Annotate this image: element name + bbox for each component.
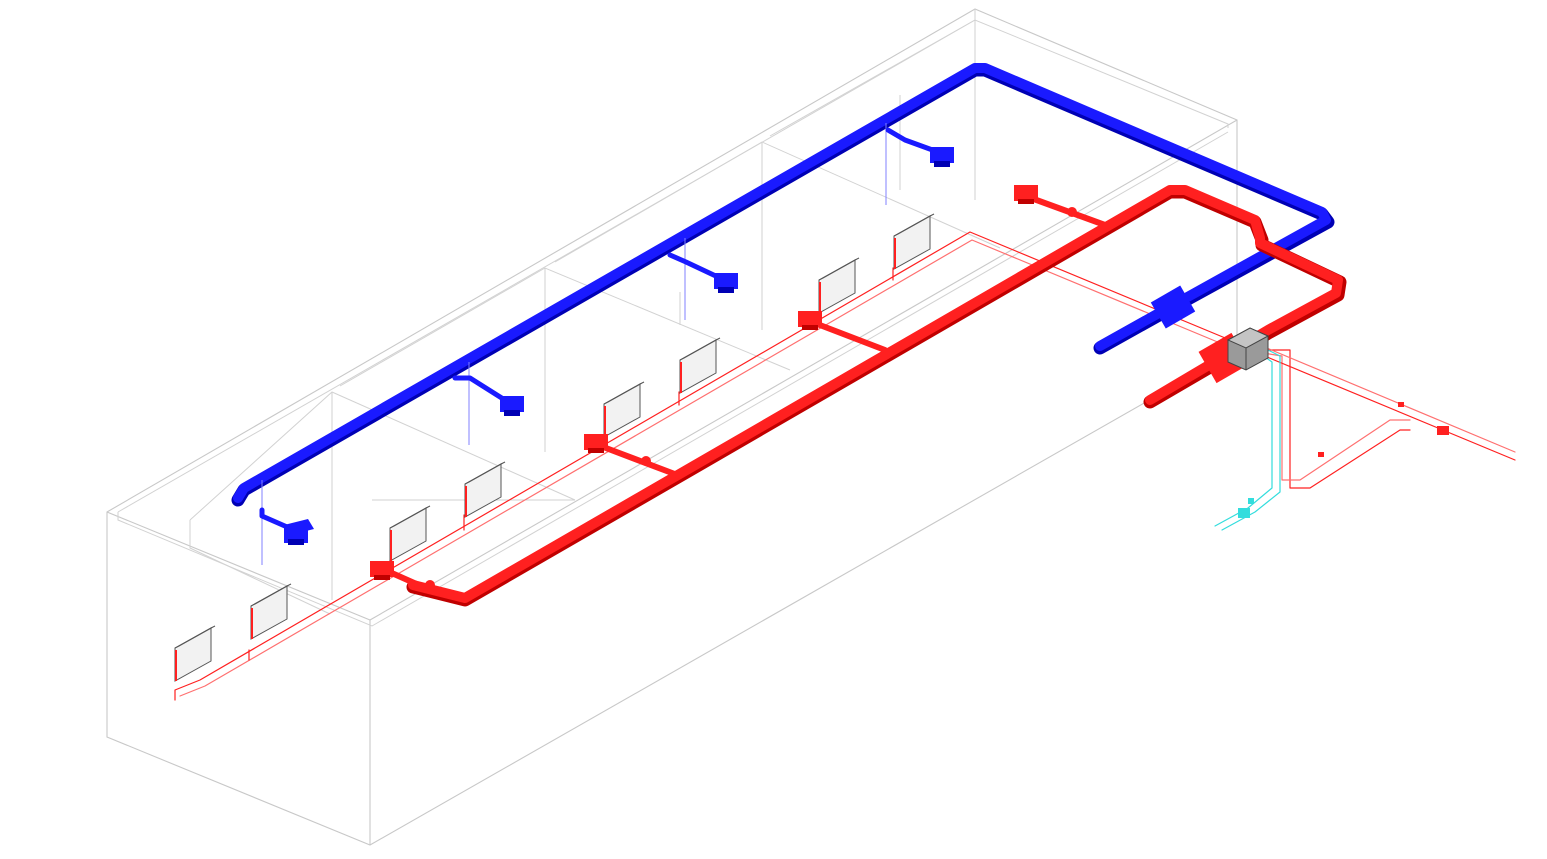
duct-damper-icon xyxy=(1150,285,1196,329)
radiator-outgoing-line-2 xyxy=(1261,345,1516,453)
radiator xyxy=(893,213,935,270)
valve-icon xyxy=(1437,426,1449,435)
radiator xyxy=(679,337,721,394)
heating-branch xyxy=(595,442,683,479)
heating-terminal-unit xyxy=(370,561,394,580)
radiator xyxy=(603,381,645,438)
pipe-fitting-icon xyxy=(425,580,435,590)
supply-branch xyxy=(259,507,297,533)
supply-duct-shadow xyxy=(231,63,1335,507)
radiator-return-line xyxy=(179,239,1411,697)
heating-water-main xyxy=(370,185,1347,607)
air-diffuser xyxy=(284,519,314,545)
heating-terminal-unit xyxy=(584,434,608,453)
radiators xyxy=(174,213,935,682)
supply-duct-main xyxy=(233,63,1331,503)
radiator-outgoing-line xyxy=(1254,351,1516,461)
heating-main xyxy=(408,185,1343,603)
building-inner-wall-front xyxy=(117,131,1229,627)
heating-terminal-unit xyxy=(1014,185,1038,204)
valve-icon xyxy=(1248,498,1254,504)
supply-branch xyxy=(885,127,941,155)
radiator-supply-line xyxy=(174,231,1411,701)
valve-icon xyxy=(1318,452,1324,457)
building-near-top-edge-right xyxy=(369,119,1238,621)
supply-branch xyxy=(667,252,723,281)
radiator xyxy=(250,583,292,640)
building-inner-wall xyxy=(117,19,1229,513)
heating-main-shadow xyxy=(406,185,1347,607)
pipe-fitting-icon xyxy=(1067,207,1077,217)
ahu-icon xyxy=(1226,327,1270,371)
air-diffuser xyxy=(500,396,524,416)
valve-icon xyxy=(1398,402,1404,407)
radiator xyxy=(818,257,860,314)
heating-branch xyxy=(809,319,888,353)
building-near-top-edge-left xyxy=(106,511,371,621)
valve-icon xyxy=(1238,508,1250,518)
air-diffuser xyxy=(930,147,954,167)
radiator xyxy=(174,625,216,682)
radiator xyxy=(464,461,506,518)
building-outline xyxy=(106,8,1238,846)
air-diffuser xyxy=(714,273,738,293)
building-shell xyxy=(106,8,1238,846)
radiator xyxy=(389,505,431,562)
room-partition-4 xyxy=(769,19,976,137)
heating-terminal-unit xyxy=(798,311,822,330)
supply-air-duct xyxy=(231,63,1335,565)
supply-branch xyxy=(452,375,511,405)
pipe-fitting-icon xyxy=(641,456,651,466)
